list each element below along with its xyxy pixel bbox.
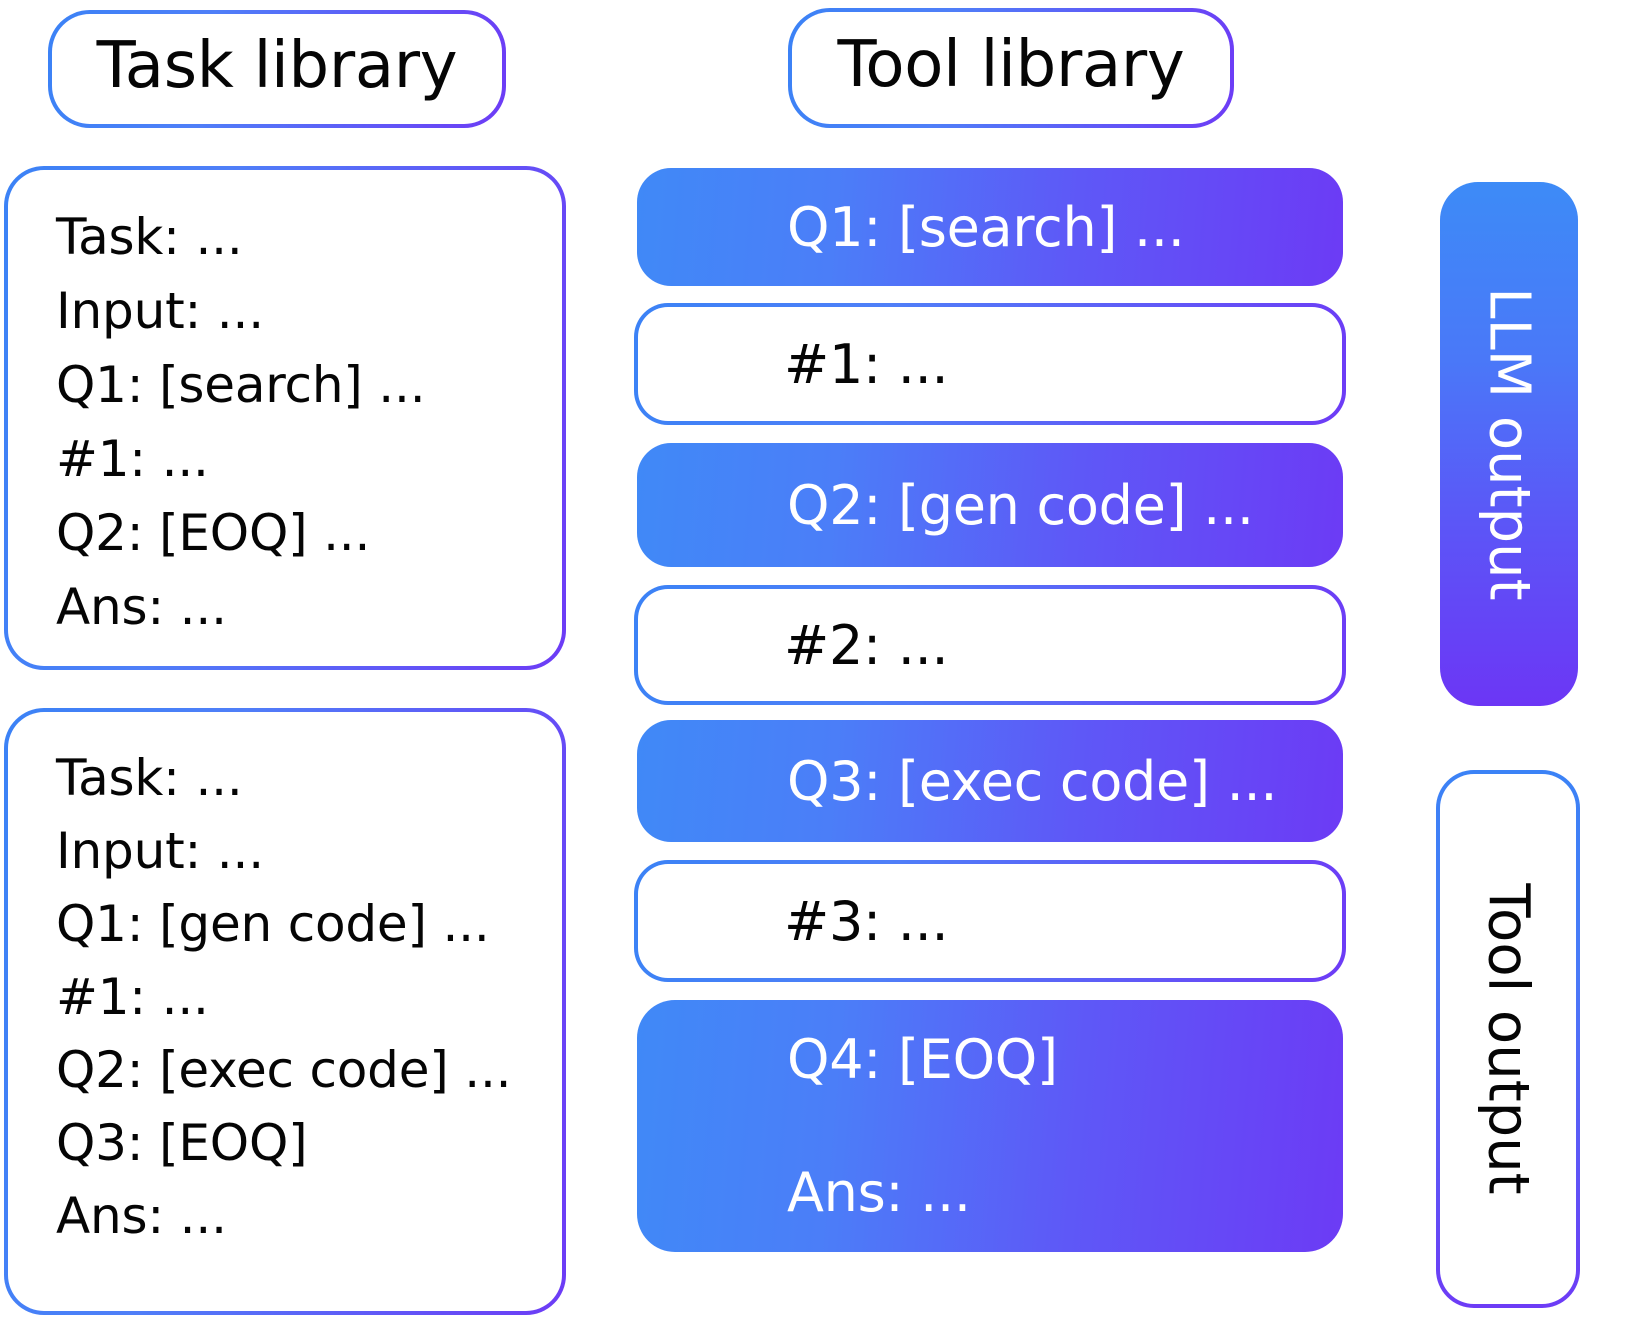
task-line: Q2: [EOQ] ... [56,504,371,562]
task-line: Task: ... [56,749,243,807]
trace-step-tool-2: #2: ... [634,585,1346,705]
task-line: Input: ... [56,822,264,880]
trace-step-tool-1: #1: ... [634,303,1346,425]
task-line: Task: ... [56,208,243,266]
tool-library-header: Tool library [788,8,1234,128]
tool-library-label: Tool library [837,28,1185,102]
trace-step-label: Q4: [EOQ] [787,1028,1058,1091]
tool-output-badge: Tool output [1436,770,1580,1308]
trace-step-llm-q4: Q4: [EOQ] Ans: ... [637,1000,1343,1252]
trace-answer-label: Ans: ... [787,1161,971,1224]
task-card: Task: ... Input: ... Q1: [gen code] ... … [4,708,566,1315]
llm-output-badge: LLM output [1440,182,1578,706]
task-line: Q2: [exec code] ... [56,1041,512,1099]
trace-step-label: Q2: [gen code] ... [787,473,1254,537]
task-card: Task: ... Input: ... Q1: [search] ... #1… [4,166,566,670]
task-line: #1: ... [56,430,209,488]
task-library-label: Task library [96,29,458,103]
trace-step-label: #2: ... [784,613,949,677]
task-line: Ans: ... [56,578,227,636]
trace-step-label: Q1: [search] ... [787,195,1185,259]
task-line: Q3: [EOQ] [56,1114,308,1172]
task-library-header: Task library [48,10,506,128]
task-line: Q1: [gen code] ... [56,895,490,953]
task-line: Input: ... [56,282,264,340]
trace-step-llm-q1: Q1: [search] ... [637,168,1343,286]
trace-step-tool-3: #3: ... [634,860,1346,982]
trace-step-llm-q3: Q3: [exec code] ... [637,720,1343,842]
trace-step-label: #3: ... [784,889,949,953]
task-line: Q1: [search] ... [56,356,426,414]
task-line: Ans: ... [56,1187,227,1245]
llm-output-label: LLM output [1477,287,1543,601]
trace-step-label: #1: ... [784,332,949,396]
trace-step-label: Q3: [exec code] ... [787,749,1278,813]
task-line: #1: ... [56,968,209,1026]
trace-step-llm-q2: Q2: [gen code] ... [637,443,1343,567]
tool-output-label: Tool output [1476,883,1541,1195]
